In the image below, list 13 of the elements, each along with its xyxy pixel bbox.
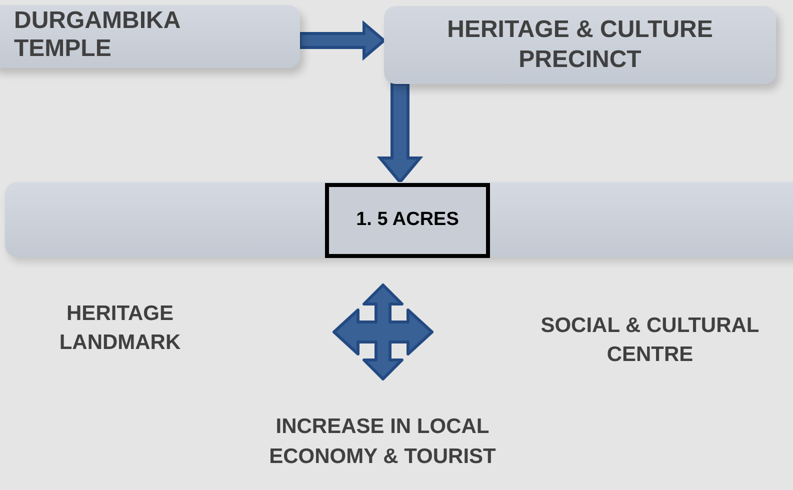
block-arrow xyxy=(376,82,424,184)
node-text: DURGAMBIKA TEMPLE xyxy=(13,6,181,64)
node-text: HERITAGE & CULTURE PRECINCT xyxy=(446,15,714,75)
block-arrow xyxy=(298,20,386,61)
band xyxy=(5,182,793,257)
area-box xyxy=(325,183,490,258)
label-text: INCREASE IN LOCAL ECONOMY & TOURIST xyxy=(230,394,535,490)
node-text: 1. 5 ACRES xyxy=(356,208,459,232)
process-box xyxy=(0,5,300,68)
four-way-arrow-icon xyxy=(330,282,436,382)
process-box xyxy=(384,6,776,84)
label-text: SOCIAL & CULTURAL CENTRE xyxy=(510,308,790,372)
label-text: HERITAGE LANDMARK xyxy=(20,296,220,360)
